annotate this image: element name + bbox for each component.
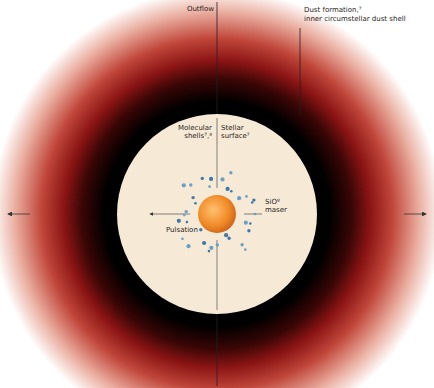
maser-spot <box>244 248 247 251</box>
maser-spot <box>251 201 254 204</box>
maser-spot <box>237 196 241 200</box>
quadrant-line <box>244 214 262 215</box>
maser-spot <box>182 183 186 187</box>
maser-spot <box>245 195 248 198</box>
maser-spot <box>209 246 213 250</box>
maser-spot <box>202 241 206 245</box>
maser-spot <box>177 219 181 223</box>
quadrant-line <box>217 118 218 188</box>
dust-label: inner circumstellar dust shell <box>304 15 424 23</box>
maser-spot <box>230 190 233 193</box>
maser-spot <box>194 202 197 205</box>
maser-spot <box>181 238 184 241</box>
maser-spot <box>229 171 232 174</box>
outflow-arrow <box>8 214 30 215</box>
maser-spot <box>199 228 202 231</box>
region-label: SiO⁸ maser <box>265 198 299 214</box>
maser-spot <box>185 210 188 213</box>
outflow-arrow <box>404 214 426 215</box>
dust-label: Dust formation,⁷ <box>304 6 414 14</box>
maser-spot <box>189 183 192 186</box>
inner-region <box>117 114 317 314</box>
maser-spot <box>254 213 257 216</box>
region-label: Molecular shells⁷,⁸ <box>168 124 212 140</box>
maser-spot <box>183 214 186 217</box>
maser-spot <box>201 177 204 180</box>
outflow-line <box>217 2 218 114</box>
maser-spot <box>252 198 255 201</box>
maser-spot <box>240 243 243 246</box>
maser-spot <box>186 244 190 248</box>
maser-spot <box>191 196 194 199</box>
maser-spot <box>209 177 213 181</box>
region-label: Pulsation <box>166 226 210 234</box>
maser-spot <box>244 221 248 225</box>
maser-spot <box>220 177 224 181</box>
leader-line <box>300 28 301 115</box>
maser-spot <box>208 250 211 253</box>
quadrant-line <box>217 240 218 310</box>
maser-spot <box>226 187 230 191</box>
maser-spot <box>186 221 189 224</box>
star <box>198 195 236 233</box>
maser-spots <box>177 171 257 252</box>
maser-spot <box>216 243 219 246</box>
maser-spot <box>247 229 250 232</box>
maser-spot <box>224 233 228 237</box>
region-label: Stellar surface⁷ <box>221 124 261 140</box>
axis-line <box>217 314 218 386</box>
outflow-label: Outflow <box>160 5 214 13</box>
maser-spot <box>249 222 252 225</box>
maser-spot <box>208 185 211 188</box>
maser-spot <box>227 237 230 240</box>
